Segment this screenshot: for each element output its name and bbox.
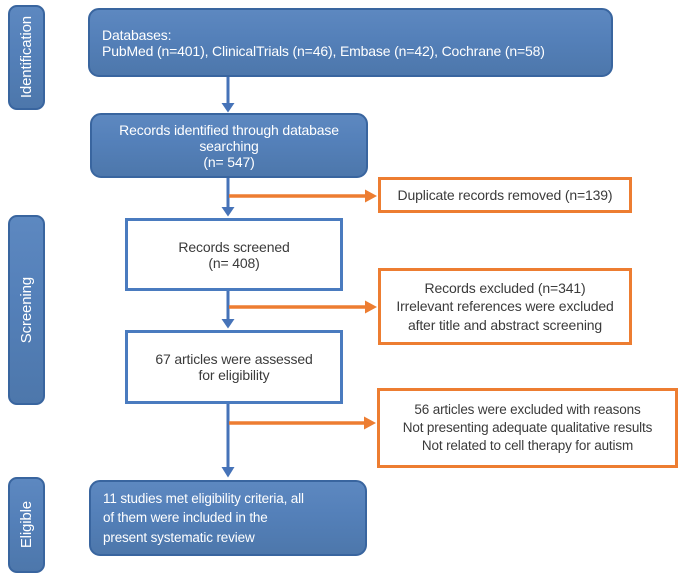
arrow-to-duplicates	[229, 189, 377, 203]
records-excluded-text: Records excluded (n=341) Irrelevant refe…	[396, 280, 614, 333]
articles-excluded-box: 56 articles were excluded with reasons N…	[377, 388, 678, 468]
arrow-identified-to-screened	[221, 178, 235, 217]
records-identified-box: Records identified through database sear…	[90, 113, 368, 178]
stage-label-identification: Identification	[8, 5, 45, 110]
stage-label-screening-text: Screening	[18, 276, 35, 344]
stage-label-identification-text: Identification	[18, 16, 35, 99]
databases-box: Databases: PubMed (n=401), ClinicalTrial…	[88, 8, 613, 77]
stage-label-eligible-text: Eligible	[18, 501, 35, 549]
arrow-to-articles-excluded	[229, 416, 376, 430]
stage-label-screening: Screening	[8, 215, 45, 405]
included-studies-text: 11 studies met eligibility criteria, all…	[103, 490, 304, 545]
arrow-assessed-to-included	[221, 404, 235, 478]
databases-text: Databases: PubMed (n=401), ClinicalTrial…	[102, 26, 545, 59]
duplicates-removed-box: Duplicate records removed (n=139)	[378, 177, 632, 213]
arrow-to-records-excluded	[229, 300, 377, 314]
duplicates-removed-text: Duplicate records removed (n=139)	[397, 187, 613, 203]
records-screened-text: Records screened (n= 408)	[178, 238, 290, 271]
records-screened-box: Records screened (n= 408)	[125, 218, 343, 291]
arrow-screened-to-assessed	[221, 291, 235, 329]
assessed-for-eligibility-box: 67 articles were assessed for eligibilit…	[125, 330, 343, 404]
records-excluded-box: Records excluded (n=341) Irrelevant refe…	[378, 268, 632, 345]
included-studies-box: 11 studies met eligibility criteria, all…	[89, 480, 367, 556]
stage-label-eligible: Eligible	[8, 477, 45, 573]
arrow-databases-to-identified	[221, 77, 235, 113]
assessed-for-eligibility-text: 67 articles were assessed for eligibilit…	[155, 351, 313, 383]
articles-excluded-text: 56 articles were excluded with reasons N…	[402, 401, 653, 454]
records-identified-text: Records identified through database sear…	[119, 121, 339, 170]
